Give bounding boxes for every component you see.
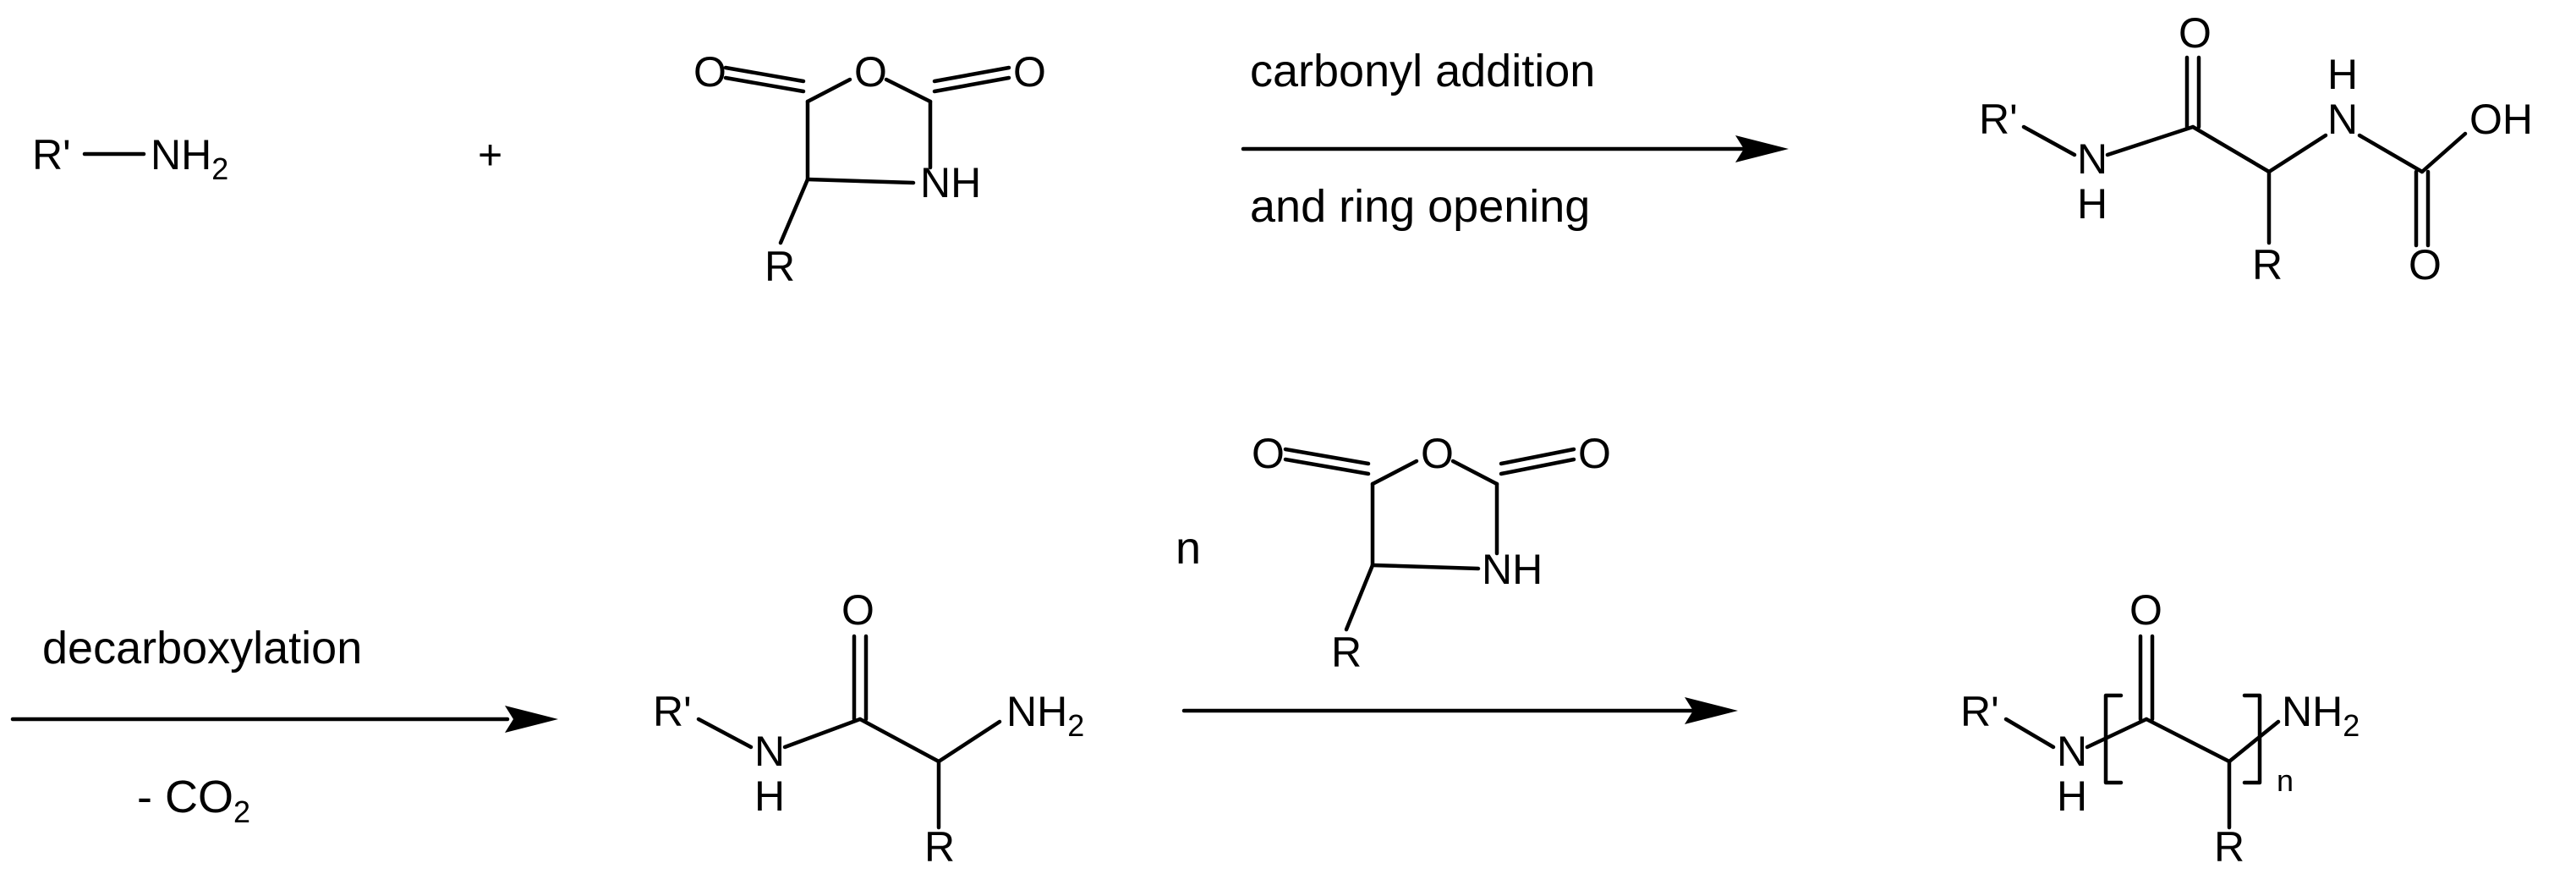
pp-o: O	[2129, 586, 2162, 634]
double-bond	[723, 75, 806, 94]
carbamic-acid-intermediate: R' N H O H N OH O R	[1979, 9, 2533, 289]
bond	[884, 77, 933, 104]
ap-o: O	[841, 586, 874, 634]
amine-reagent: R' NH2	[32, 131, 228, 186]
amine-r-prime: R'	[32, 131, 71, 179]
arrow2-head	[505, 706, 558, 733]
double-bond	[1499, 457, 1576, 476]
plus-sign: +	[478, 131, 502, 179]
arrow2-label-top: decarboxylation	[42, 623, 362, 673]
ap-r-prime: R'	[653, 688, 692, 735]
ca-oh: OH	[2469, 96, 2533, 143]
nca-monomer: O O O NH R	[693, 48, 1046, 290]
pp-repeat-index: n	[2277, 763, 2294, 798]
bond	[1450, 459, 1499, 486]
ca-o-amide: O	[2179, 9, 2212, 57]
nca2-nh: NH	[1482, 546, 1543, 593]
arrow3-coefficient: n	[1176, 523, 1201, 574]
ca-n-right: N	[2327, 96, 2358, 143]
bond	[858, 717, 941, 764]
polypeptide-product: R' N H O NH2 R n	[1960, 586, 2360, 871]
pp-n: N	[2057, 728, 2087, 775]
double-bond	[1283, 447, 1371, 466]
nca2-r: R	[1331, 629, 1362, 676]
arrow1-label-bottom: and ring opening	[1250, 181, 1590, 232]
ca-r: R	[2252, 241, 2283, 289]
bond	[2105, 124, 2195, 157]
nca-r: R	[765, 243, 795, 290]
bond	[782, 717, 863, 750]
nca2-carbonyl-oxygen-right: O	[1578, 430, 1611, 477]
pp-r-prime: R'	[1960, 688, 1999, 735]
ca-r-prime: R'	[1979, 96, 2018, 143]
arrow-decarboxylation: decarboxylation - CO2	[10, 623, 558, 829]
nca-carbonyl-oxygen-left: O	[693, 48, 726, 96]
bond	[2003, 717, 2056, 750]
nca-carbonyl-oxygen-right: O	[1013, 48, 1046, 96]
pp-r: R	[2214, 823, 2244, 871]
ap-h: H	[754, 772, 785, 820]
bond	[778, 177, 810, 245]
ap-r: R	[924, 823, 955, 871]
double-bond	[932, 65, 1011, 84]
bond	[1370, 459, 1419, 486]
bond	[2357, 133, 2425, 174]
bond	[936, 719, 1002, 764]
bond	[2420, 131, 2468, 174]
arrow3-head	[1685, 697, 1738, 724]
arrow1-label-top: carbonyl addition	[1250, 46, 1595, 96]
bond	[805, 77, 852, 104]
nca-monomer-n: O O O NH R	[1252, 430, 1611, 676]
ap-n: N	[754, 728, 785, 775]
pp-h: H	[2057, 772, 2087, 820]
arrow-carbonyl-addition: carbonyl addition and ring opening	[1241, 46, 1789, 232]
ca-h-left: H	[2077, 180, 2107, 228]
nca2-ring-oxygen: O	[1421, 430, 1454, 477]
bond	[2227, 719, 2281, 764]
bond	[2021, 124, 2077, 157]
bond	[805, 177, 916, 185]
arrow2-label-bottom: - CO2	[137, 772, 250, 829]
bond	[1344, 563, 1375, 632]
arrow1-head	[1735, 135, 1789, 162]
nca2-carbonyl-oxygen-left: O	[1252, 430, 1285, 477]
ca-h-right: H	[2327, 51, 2358, 98]
ca-o-acid: O	[2409, 241, 2442, 289]
nca-ring-oxygen: O	[854, 48, 887, 96]
double-bond	[1499, 447, 1576, 466]
repeat-bracket-left	[2103, 693, 2124, 785]
repeat-bracket-right	[2242, 693, 2262, 785]
bond	[2085, 717, 2149, 750]
arrow-polymerization: n O O O NH R	[1176, 430, 1738, 724]
ca-n-left: N	[2077, 135, 2107, 183]
bond	[696, 717, 754, 750]
double-bond	[723, 65, 806, 84]
double-bond	[1283, 457, 1371, 476]
amine-nh: NH2	[151, 131, 228, 186]
bond	[2190, 124, 2272, 174]
bond	[2266, 133, 2328, 174]
bond	[2144, 717, 2232, 764]
ap-nh2: NH2	[1006, 688, 1084, 743]
amine-product: R' N H O NH2 R	[653, 586, 1084, 871]
double-bond	[932, 75, 1011, 94]
bond	[1370, 563, 1481, 571]
pp-nh2: NH2	[2282, 688, 2360, 743]
